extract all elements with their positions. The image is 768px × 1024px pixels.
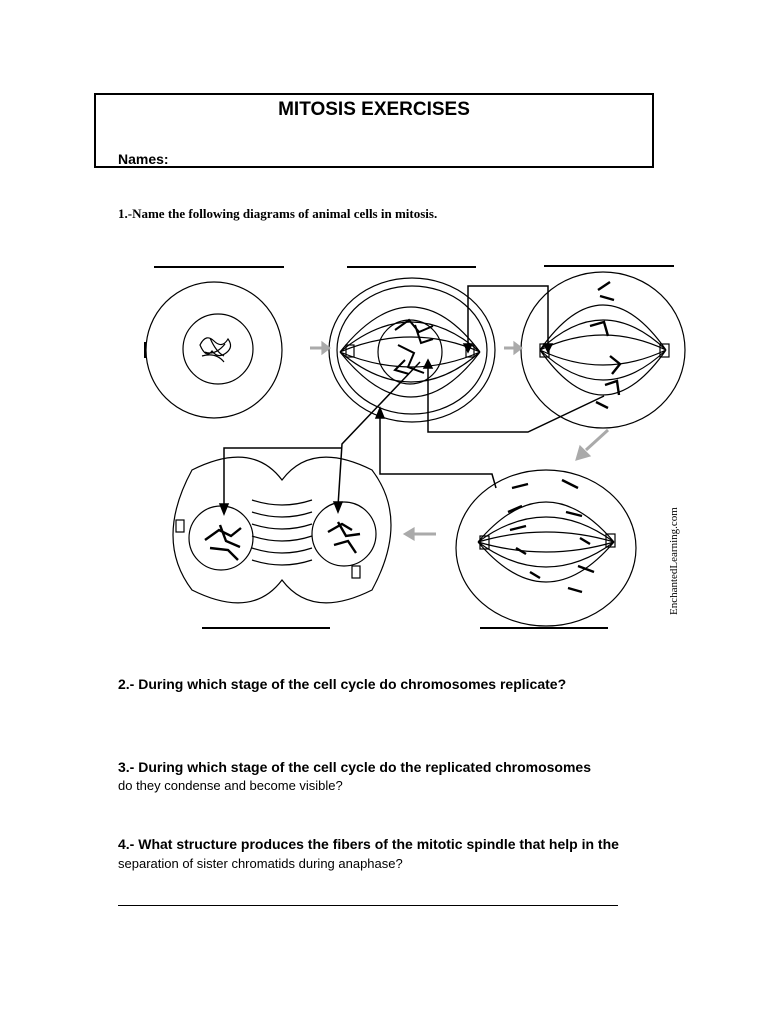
interphase-cell <box>144 281 283 419</box>
names-answer-line[interactable] <box>182 166 554 167</box>
anaphase-cell <box>455 469 637 627</box>
credit-text: EnchantedLearning.com <box>668 507 680 615</box>
question-4-answer-line[interactable] <box>118 905 618 906</box>
progression-arrows <box>310 340 610 542</box>
title-box: MITOSIS EXERCISES Names: <box>94 93 654 168</box>
question-1: 1.-Name the following diagrams of animal… <box>118 206 438 221</box>
question-4-sub: separation of sister chromatids during a… <box>118 856 403 871</box>
question-3-main: 3.- During which stage of the cell cycle… <box>118 759 592 775</box>
question-2: 2.- During which stage of the cell cycle… <box>118 676 567 692</box>
names-label: Names: <box>118 151 169 167</box>
metaphase-cell <box>520 271 686 429</box>
page-title: MITOSIS EXERCISES <box>278 99 470 120</box>
question-4-main: 4.- What structure produces the fibers o… <box>118 836 619 852</box>
question-3-sub: do they condense and become visible? <box>118 778 343 793</box>
answer-lines <box>154 265 674 629</box>
telophase-cell <box>172 456 392 604</box>
prophase-cell <box>328 277 496 423</box>
connector-lines <box>218 285 605 517</box>
